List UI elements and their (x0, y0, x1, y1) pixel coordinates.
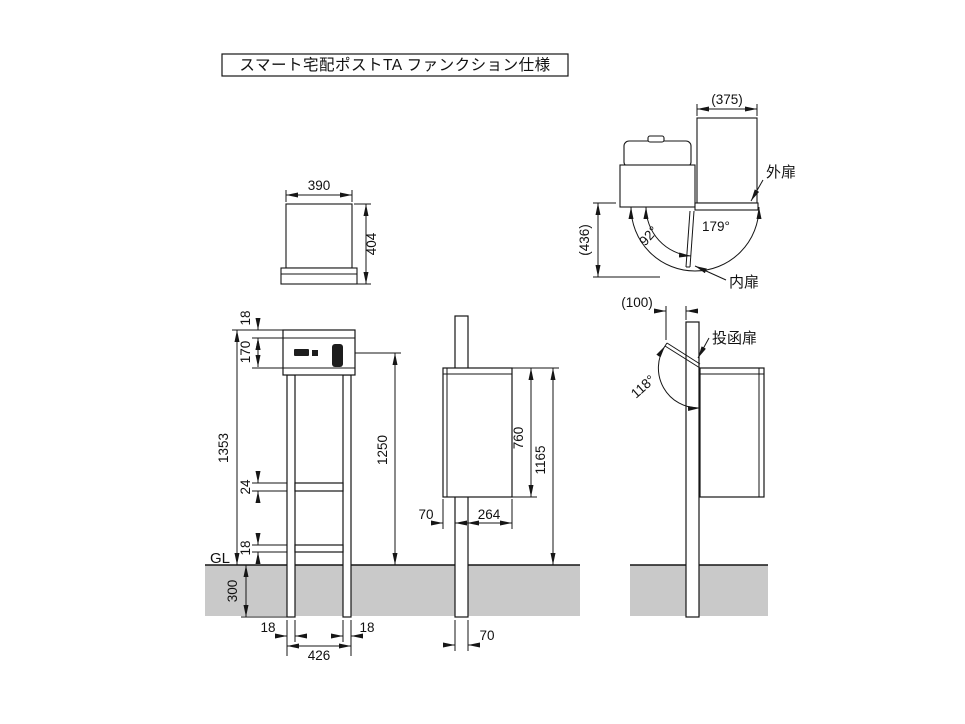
posting-door-swing-arc (656, 345, 701, 411)
dim-1353: 1353 (216, 433, 231, 463)
front-rail-lower (294, 544, 344, 553)
front-leg-right (342, 374, 352, 618)
dim-pole-70: 70 (479, 628, 494, 643)
dim-436: (436) (577, 224, 592, 256)
inner-door-open-line (689, 210, 695, 268)
dim-300: 300 (225, 580, 240, 603)
leader-line (750, 179, 764, 202)
dim-18-lower: 18 (238, 540, 253, 555)
box-handle (332, 344, 343, 367)
dim-404: 404 (364, 232, 379, 255)
inner-door-open-line (685, 210, 691, 268)
title-border (221, 53, 569, 77)
dim-100: (100) (621, 295, 653, 310)
dim-390: 390 (308, 178, 331, 193)
page-title: スマート宅配ポストTA ファンクション仕様 (239, 56, 550, 74)
top-view-front-flange (280, 267, 358, 285)
swing-view-body (619, 164, 696, 208)
swing-view-lid (623, 140, 692, 168)
box-logo-mark (312, 350, 318, 356)
inner-door-angle: 92° (636, 223, 661, 248)
posting-door-angle: 118° (628, 372, 658, 401)
posting-view-box (699, 367, 765, 498)
dim-24: 24 (238, 479, 253, 495)
outer-door-angle: 179° (702, 219, 730, 234)
swing-view-lid-handle (647, 135, 665, 143)
leader-line (697, 337, 710, 359)
dim-18-base-left: 18 (260, 620, 275, 635)
posting-door-open-line (664, 342, 668, 347)
outer-door-label: 外扉 (766, 164, 796, 181)
top-view: 390 404 (280, 178, 379, 285)
swing-view-open-door-panel (696, 117, 758, 204)
dim-760: 760 (511, 427, 526, 450)
dim-426: 426 (308, 648, 331, 663)
dim-170: 170 (238, 341, 253, 364)
dim-264: 264 (478, 507, 501, 522)
dim-375: (375) (711, 92, 743, 107)
dim-70: 70 (418, 507, 433, 522)
title-box: スマート宅配ポストTA ファンクション仕様 (221, 53, 569, 77)
box-logo (294, 349, 309, 356)
front-view-dimensions: 1353 18 170 24 18 GL 300 1250 (210, 310, 401, 663)
front-rail-middle (294, 482, 344, 492)
top-view-body (285, 203, 353, 269)
dim-18-base-right: 18 (359, 620, 374, 635)
posting-view-dimensions: (100) (621, 295, 698, 340)
inner-door-swing-arc (643, 206, 692, 258)
posting-door-label: 投函扉 (712, 330, 757, 347)
ground-band-left (205, 565, 580, 616)
side-view-dimensions: 70 264 760 1165 70 (418, 367, 559, 651)
front-leg-left (286, 374, 296, 618)
door-swing-top-view: (375) (436) 179° 92° 外扉 内扉 (577, 92, 796, 291)
front-view: 1353 18 170 24 18 GL 300 1250 (210, 310, 401, 663)
dim-18-top: 18 (238, 310, 253, 325)
side-box (442, 367, 513, 498)
dim-1250: 1250 (375, 435, 390, 465)
inner-door-label: 内扉 (729, 274, 759, 291)
leader-line (694, 265, 727, 281)
side-view: 70 264 760 1165 70 (418, 315, 559, 651)
swing-view-open-door-edge (694, 202, 759, 211)
gl-label: GL (210, 550, 230, 567)
dim-1165: 1165 (533, 445, 548, 474)
